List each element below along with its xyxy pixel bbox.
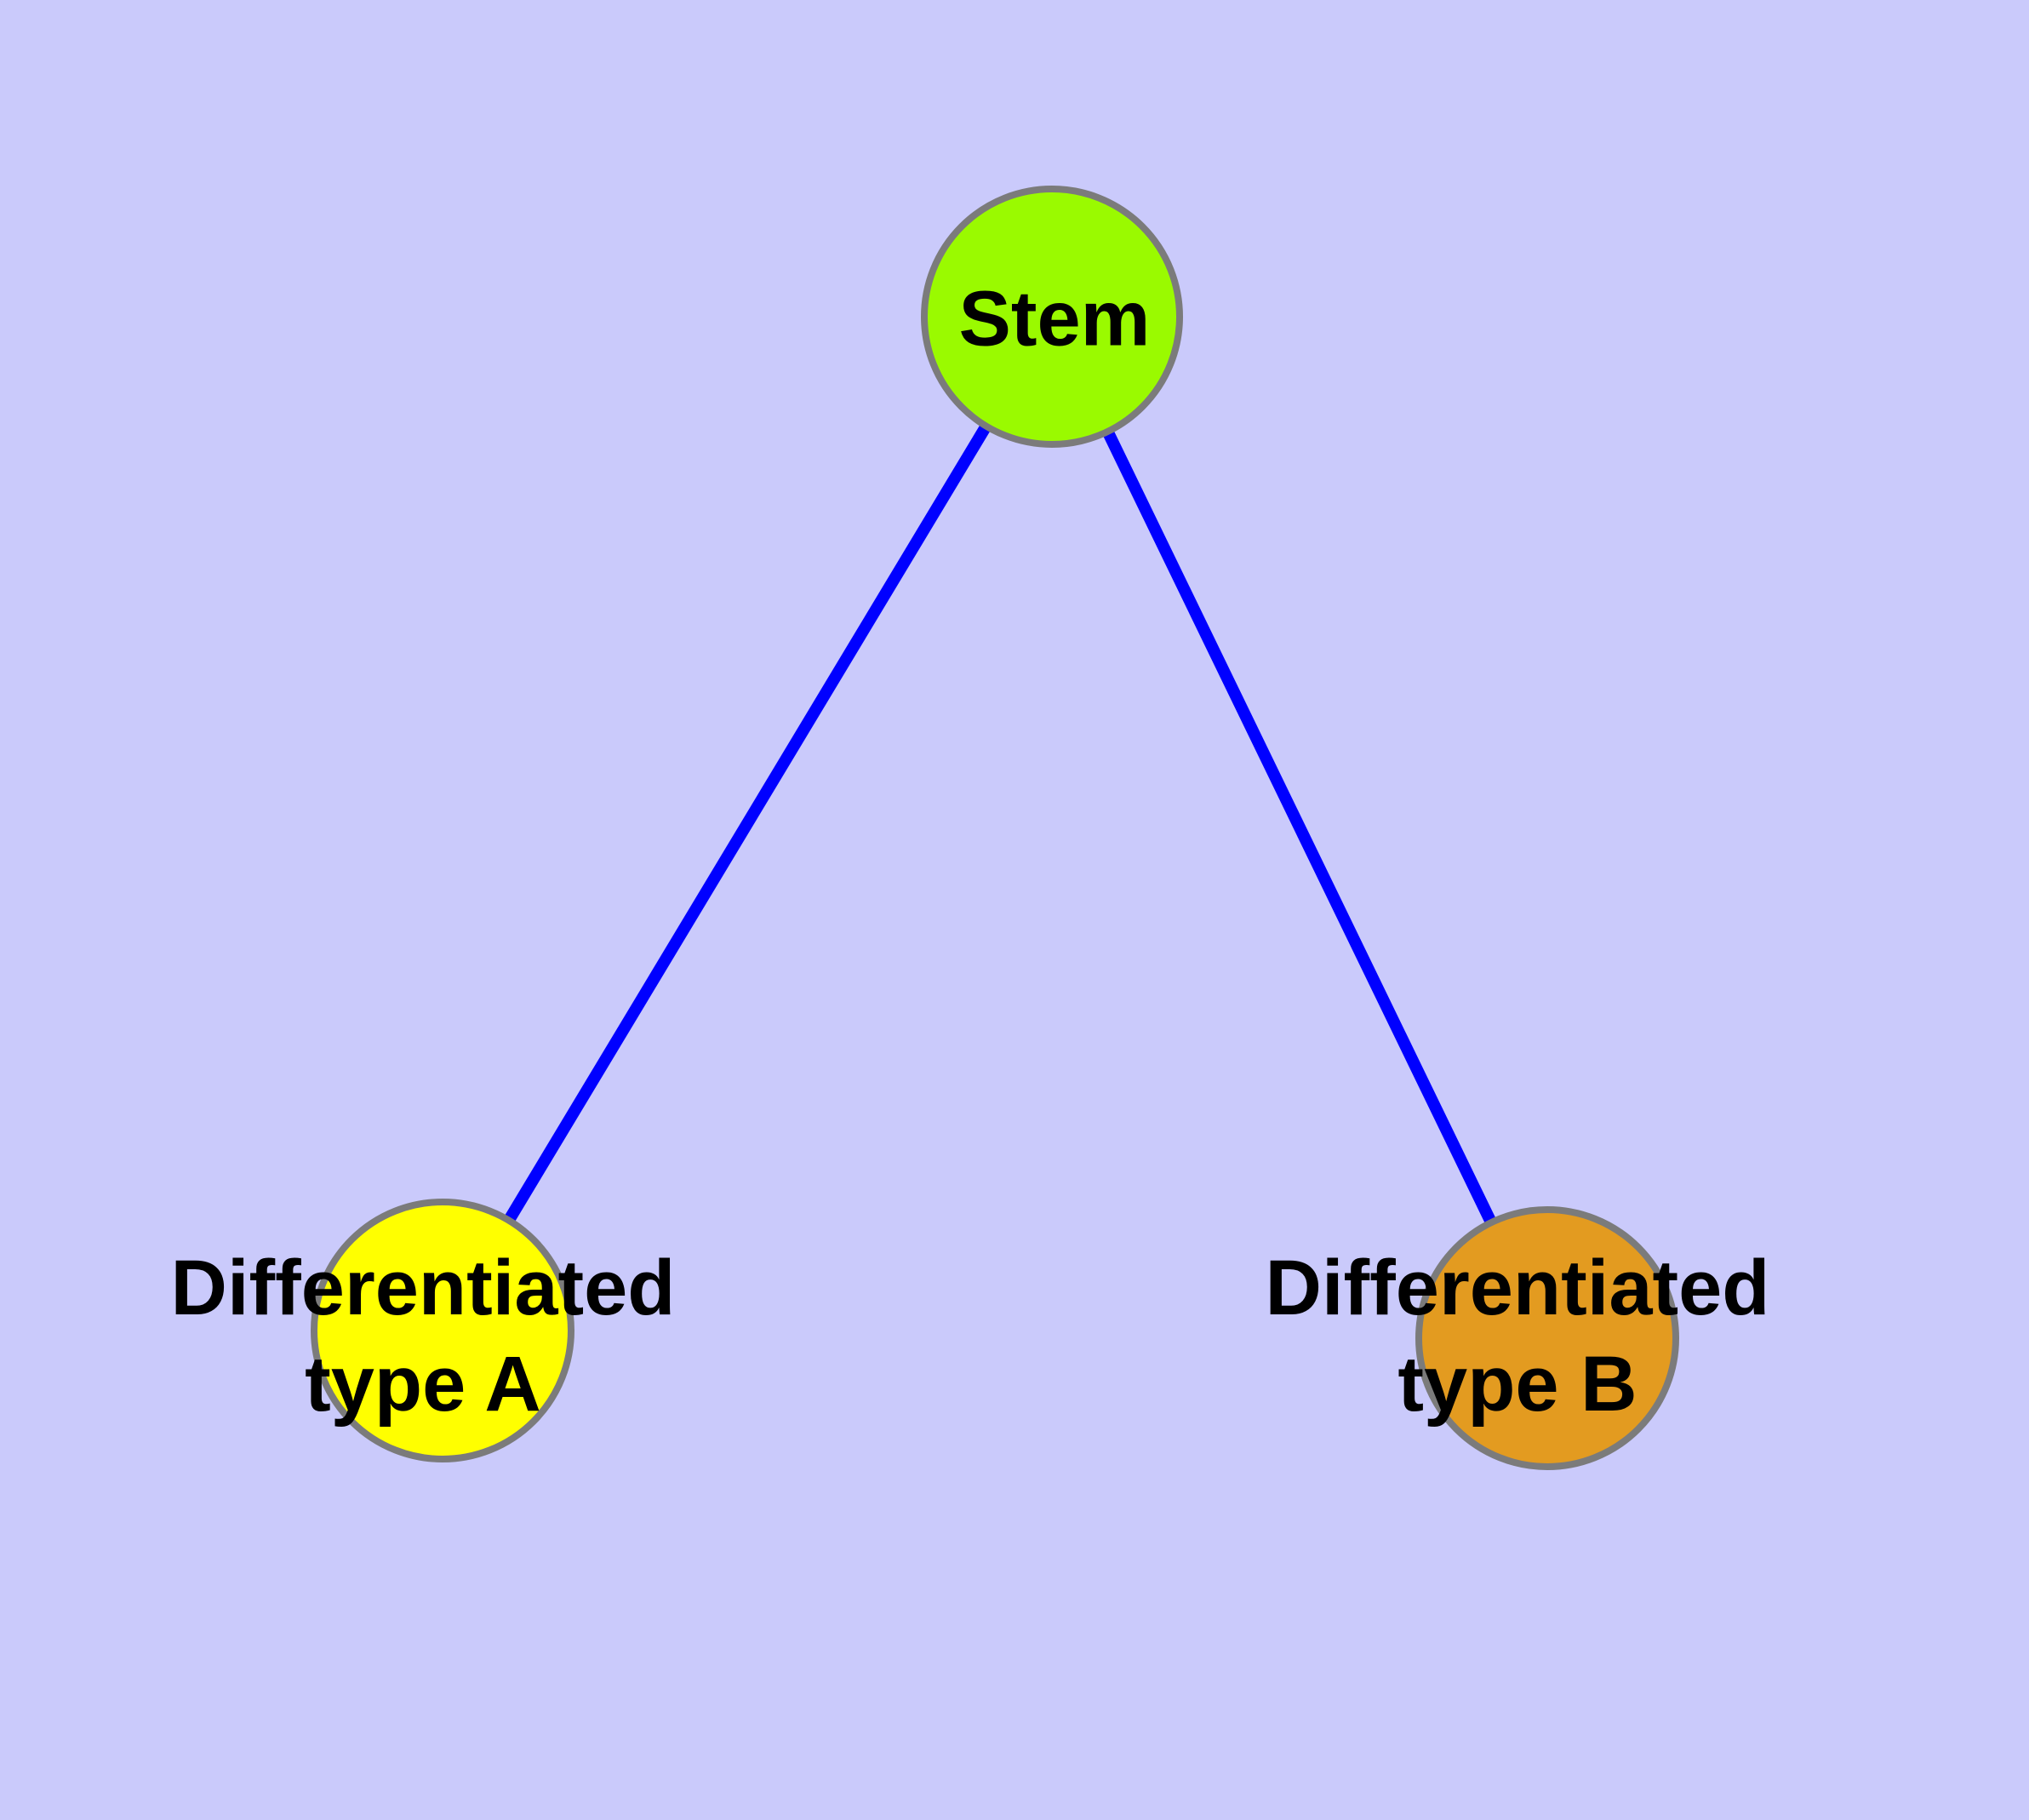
edge-stem-to-differentiated-type-b — [1046, 313, 1553, 1342]
edges-layer — [437, 313, 1553, 1342]
edge-stem-to-differentiated-type-a — [437, 313, 1057, 1334]
node-circle-differentiated-type-b — [1415, 1206, 1679, 1470]
node-circle-differentiated-type-a — [311, 1199, 574, 1462]
node-circle-stem — [921, 186, 1183, 448]
nodes-layer — [311, 186, 1679, 1470]
